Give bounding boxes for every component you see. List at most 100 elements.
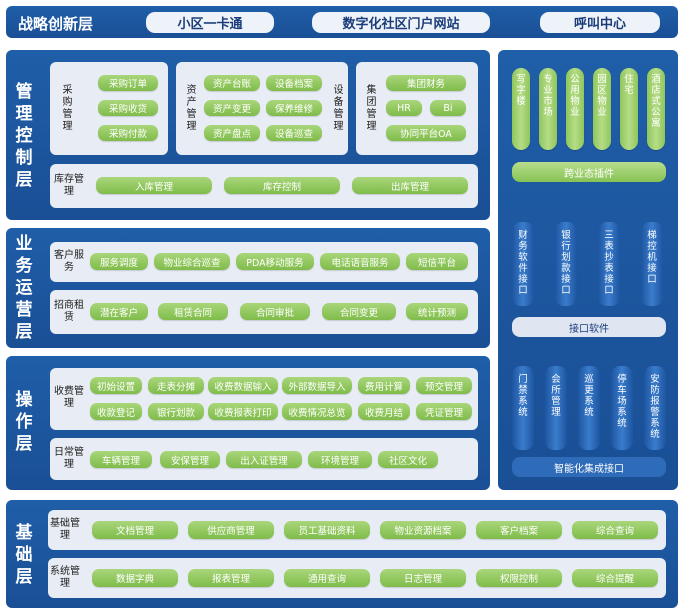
group-finance-button[interactable]: 集团财务 <box>386 75 466 91</box>
voucher-button[interactable]: 凭证管理 <box>416 403 472 420</box>
leasing-label: 招商租赁 <box>54 300 84 323</box>
strategy-layer-title: 战略创新层 <box>18 15 94 33</box>
charge-panel: 收费管理 初始设置 走表分摊 收费数据输入 外部数据导入 费用计算 预交管理 收… <box>50 368 478 430</box>
stock-out-button[interactable]: 出库管理 <box>352 177 468 194</box>
charge-overview-button[interactable]: 收费情况总览 <box>282 403 352 420</box>
business-layer: 业务运营层 客户服务 服务调度 物业综合巡查 PDA移动服务 电话语音服务 短信… <box>6 228 490 348</box>
data-dictionary-button[interactable]: 数据字典 <box>92 569 178 587</box>
group-panel: 集团管理 集团财务 HR Bi 协同平台OA <box>356 62 478 155</box>
module-residential[interactable]: 住宅 <box>620 68 638 150</box>
oa-platform-button[interactable]: 协同平台OA <box>386 125 466 141</box>
contract-change-button[interactable]: 合同变更 <box>322 303 396 320</box>
security-button[interactable]: 安保管理 <box>160 451 220 468</box>
management-layer: 管理控制层 采购管理 采购订单 采购收货 采购付款 资产管理 资产台账 设备档案… <box>6 50 490 220</box>
charge-data-input-button[interactable]: 收费数据输入 <box>208 377 278 394</box>
leasing-panel: 招商租赁 潜在客户 租赁合同 合同审批 合同变更 统计预测 <box>50 290 478 334</box>
bank-interface[interactable]: 银行划款接口 <box>555 222 577 306</box>
stock-in-button[interactable]: 入库管理 <box>96 177 212 194</box>
meter-allocation-button[interactable]: 走表分摊 <box>148 377 204 394</box>
card-system-pill[interactable]: 小区一卡通 <box>146 12 274 33</box>
document-button[interactable]: 文档管理 <box>92 521 178 539</box>
finance-interface[interactable]: 财务软件接口 <box>512 222 534 306</box>
employee-data-button[interactable]: 员工基础资料 <box>284 521 370 539</box>
property-resource-button[interactable]: 物业资源档案 <box>380 521 466 539</box>
clubhouse-system[interactable]: 会所管理 <box>545 366 567 450</box>
purchase-label: 采购管理 <box>60 84 71 132</box>
parking-system[interactable]: 停车场系统 <box>611 366 633 450</box>
module-public[interactable]: 公用物业 <box>566 68 584 150</box>
service-dispatch-button[interactable]: 服务调度 <box>90 253 148 270</box>
asset-change-button[interactable]: 资产变更 <box>204 100 260 116</box>
charge-report-print-button[interactable]: 收费报表打印 <box>208 403 278 420</box>
asset-label: 资产管理 <box>184 84 195 132</box>
interface-software[interactable]: 接口软件 <box>512 317 666 337</box>
module-market[interactable]: 专业市场 <box>539 68 557 150</box>
intelligent-integration[interactable]: 智能化集成接口 <box>512 457 666 477</box>
pass-management-button[interactable]: 出入证管理 <box>226 451 302 468</box>
environment-button[interactable]: 环境管理 <box>308 451 372 468</box>
voice-service-button[interactable]: 电话语音服务 <box>320 253 400 270</box>
call-center-pill[interactable]: 呼叫中心 <box>540 12 660 33</box>
base-layer: 基础层 基础管理 文档管理 供应商管理 员工基础资料 物业资源档案 客户档案 综… <box>6 500 678 608</box>
stock-control-button[interactable]: 库存控制 <box>224 177 340 194</box>
side-band: 写字楼 专业市场 公用物业 园区物业 住宅 酒店式公寓 跨业态插件 财务软件接口… <box>498 50 678 490</box>
module-office[interactable]: 写字楼 <box>512 68 530 150</box>
elevator-interface[interactable]: 梯控机接口 <box>641 222 663 306</box>
bank-transfer-button[interactable]: 银行划款 <box>148 403 204 420</box>
monthly-close-button[interactable]: 收费月结 <box>358 403 410 420</box>
meter-interface[interactable]: 三表抄表接口 <box>598 222 620 306</box>
initial-setup-button[interactable]: 初始设置 <box>90 377 142 394</box>
system-label: 系统管理 <box>50 566 80 589</box>
basic-label: 基础管理 <box>50 518 80 541</box>
contract-approval-button[interactable]: 合同审批 <box>240 303 310 320</box>
external-data-import-button[interactable]: 外部数据导入 <box>282 377 352 394</box>
daily-label: 日常管理 <box>54 447 84 470</box>
vehicle-button[interactable]: 车辆管理 <box>90 451 152 468</box>
permission-control-button[interactable]: 权限控制 <box>476 569 562 587</box>
service-panel: 客户服务 服务调度 物业综合巡查 PDA移动服务 电话语音服务 短信平台 <box>50 242 478 282</box>
equipment-archive-button[interactable]: 设备档案 <box>266 75 322 91</box>
cross-format-plugin[interactable]: 跨业态插件 <box>512 162 666 182</box>
alarm-system[interactable]: 安防报警系统 <box>644 366 666 450</box>
purchase-panel: 采购管理 采购订单 采购收货 采购付款 <box>50 62 168 155</box>
potential-customer-button[interactable]: 潜在客户 <box>90 303 148 320</box>
statistics-forecast-button[interactable]: 统计预测 <box>406 303 468 320</box>
equipment-inspection-button[interactable]: 设备巡查 <box>266 125 322 141</box>
bi-button[interactable]: Bi <box>430 100 466 116</box>
general-reminder-button[interactable]: 综合提醒 <box>572 569 658 587</box>
access-control-system[interactable]: 门禁系统 <box>512 366 534 450</box>
base-layer-label: 基础层 <box>15 523 33 587</box>
report-management-button[interactable]: 报表管理 <box>188 569 274 587</box>
daily-panel: 日常管理 车辆管理 安保管理 出入证管理 环境管理 社区文化 <box>50 438 478 480</box>
patrol-system[interactable]: 巡更系统 <box>578 366 600 450</box>
asset-inventory-button[interactable]: 资产盘点 <box>204 125 260 141</box>
portal-website-pill[interactable]: 数字化社区门户网站 <box>312 12 490 33</box>
general-query-button[interactable]: 综合查询 <box>572 521 658 539</box>
community-culture-button[interactable]: 社区文化 <box>378 451 438 468</box>
module-park[interactable]: 园区物业 <box>593 68 611 150</box>
equipment-label: 设备管理 <box>331 84 342 132</box>
supplier-button[interactable]: 供应商管理 <box>188 521 274 539</box>
sms-platform-button[interactable]: 短信平台 <box>406 253 468 270</box>
asset-ledger-button[interactable]: 资产台账 <box>204 75 260 91</box>
property-patrol-button[interactable]: 物业综合巡查 <box>154 253 230 270</box>
customer-archive-button[interactable]: 客户档案 <box>476 521 562 539</box>
operations-layer: 操作层 收费管理 初始设置 走表分摊 收费数据输入 外部数据导入 费用计算 预交… <box>6 356 490 490</box>
prepayment-button[interactable]: 预交管理 <box>416 377 472 394</box>
purchase-receive-button[interactable]: 采购收货 <box>98 100 158 116</box>
management-layer-label: 管理控制层 <box>15 82 33 190</box>
pda-service-button[interactable]: PDA移动服务 <box>236 253 314 270</box>
system-panel: 系统管理 数据字典 报表管理 通用查询 日志管理 权限控制 综合提醒 <box>48 558 666 598</box>
common-query-button[interactable]: 通用查询 <box>284 569 370 587</box>
fee-calculation-button[interactable]: 费用计算 <box>358 377 410 394</box>
maintenance-button[interactable]: 保养维修 <box>266 100 322 116</box>
lease-contract-button[interactable]: 租赁合同 <box>158 303 228 320</box>
service-label: 客户服务 <box>54 250 84 273</box>
hr-button[interactable]: HR <box>386 100 422 116</box>
log-management-button[interactable]: 日志管理 <box>380 569 466 587</box>
purchase-payment-button[interactable]: 采购付款 <box>98 125 158 141</box>
business-layer-label: 业务运营层 <box>15 234 33 342</box>
payment-register-button[interactable]: 收款登记 <box>90 403 142 420</box>
module-hotel-apartment[interactable]: 酒店式公寓 <box>647 68 665 150</box>
purchase-order-button[interactable]: 采购订单 <box>98 75 158 91</box>
